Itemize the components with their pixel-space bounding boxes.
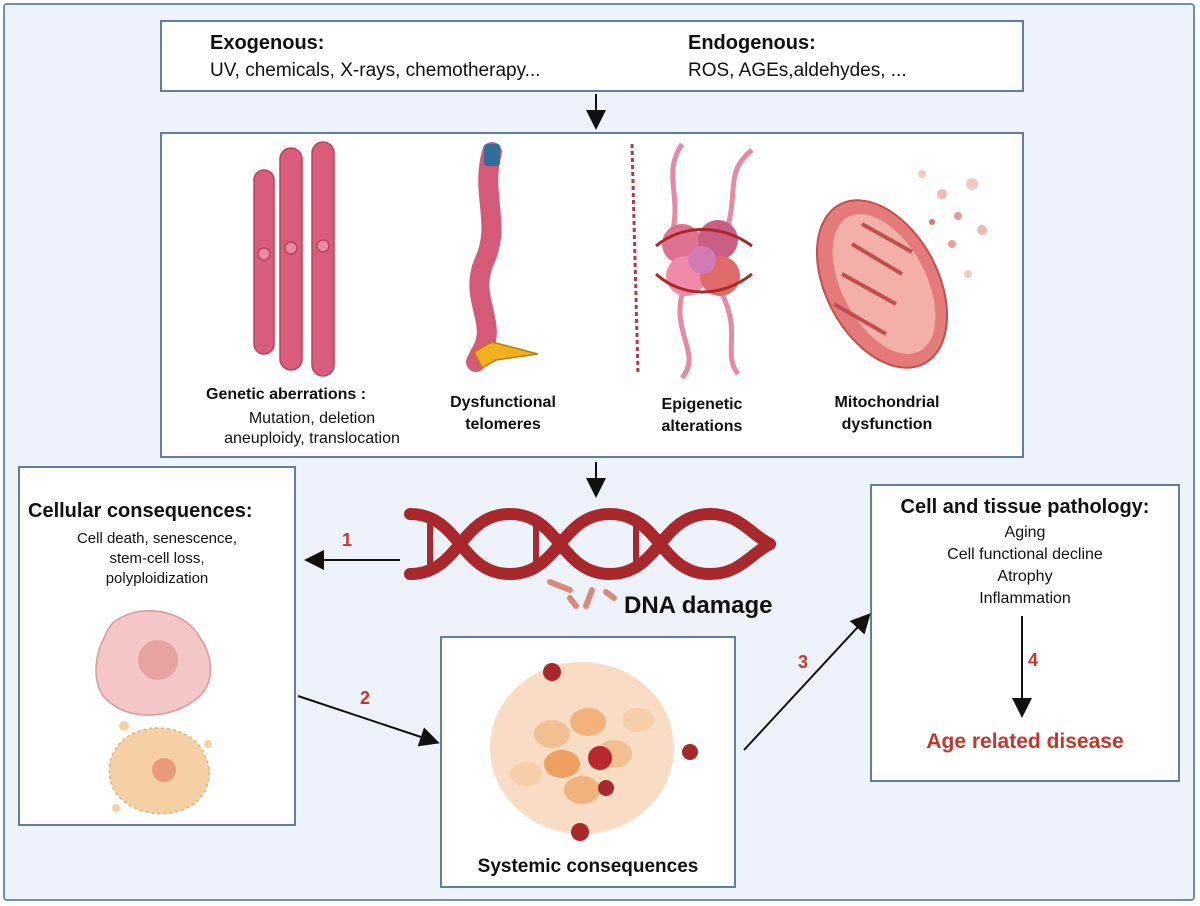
arrow-3 [743, 613, 871, 751]
dna-helix-icon [404, 507, 776, 609]
dna-damage-label: DNA damage [624, 592, 773, 619]
epigenetic-line-1: Epigenetic [661, 396, 743, 413]
mechanisms-box: Genetic aberrations : Mutation, deletion… [160, 132, 1024, 458]
genetic-line-2: aneuploidy, translocation [224, 430, 400, 447]
endogenous-items: ROS, AGEs,aldehydes, ... [688, 60, 907, 81]
chromosome-icon [253, 141, 335, 377]
telomeres-line-2: telomeres [465, 416, 541, 433]
endogenous-title: Endogenous: [688, 32, 816, 54]
exogenous-items: UV, chemicals, X-rays, chemotherapy... [210, 60, 541, 81]
systemic-consequences-box: Systemic consequences [440, 636, 736, 888]
age-related-disease: Age related disease [926, 730, 1124, 753]
cellular-line-1: Cell death, senescence, [76, 530, 238, 547]
pathology-box: Cell and tissue pathology: Aging Cell fu… [870, 484, 1180, 782]
genetic-line-1: Mutation, deletion [248, 410, 376, 427]
cellular-line-3: polyploidization [105, 570, 209, 587]
exogenous-title: Exogenous: [210, 32, 325, 54]
pathology-line-2: Cell functional decline [947, 546, 1103, 563]
sources-box: Exogenous: UV, chemicals, X-rays, chemot… [160, 20, 1024, 92]
pathology-title: Cell and tissue pathology: [900, 496, 1150, 518]
cell-illustrations [95, 610, 212, 815]
cellular-line-2: stem-cell loss, [109, 550, 205, 567]
mito-line-2: dysfunction [841, 416, 933, 433]
mechanism-illustrations [253, 141, 987, 380]
dead-cell-icon [108, 721, 212, 815]
nucleosome-icon [630, 142, 754, 380]
step-2: 2 [360, 688, 371, 708]
tissue-icon [490, 662, 698, 841]
step-3: 3 [798, 652, 809, 672]
epigenetic-line-2: alterations [661, 418, 743, 435]
genetic-title-colon: : [360, 386, 367, 403]
step-4: 4 [1028, 650, 1039, 670]
pathology-line-4: Inflammation [979, 590, 1071, 607]
cellular-consequences-box: Cellular consequences: Cell death, senes… [18, 466, 296, 826]
cellular-title: Cellular consequences: [28, 500, 253, 522]
mitochondria-icon [815, 170, 987, 369]
genetic-title-text: Genetic aberrations [206, 386, 357, 403]
genetic-aberrations-title: Genetic aberrations : [206, 386, 366, 404]
telomere-icon [466, 142, 539, 372]
arrow-2 [297, 695, 440, 747]
systemic-title: Systemic consequences [477, 856, 699, 877]
telomeres-line-1: Dysfunctional [450, 394, 556, 411]
step-1: 1 [342, 530, 353, 550]
pathology-line-1: Aging [1004, 524, 1046, 541]
mito-line-1: Mitochondrial [834, 394, 940, 411]
pathology-line-3: Atrophy [997, 568, 1053, 585]
damaged-cell-icon [95, 610, 212, 716]
